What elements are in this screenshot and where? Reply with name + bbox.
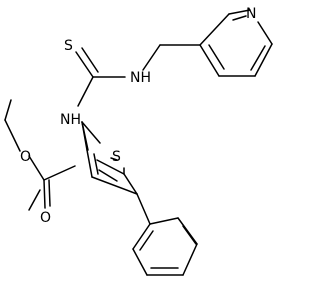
ester-oxygen-label: O [20,149,31,165]
pyridine-nitrogen-label: N [246,6,256,22]
ethyl-ester [4,99,76,211]
pyridine-ring [199,9,273,77]
thiophene-ring [81,121,138,195]
carbonyl-oxygen-label: O [40,210,51,226]
phenyl-ring [132,193,198,276]
upper-nh-label: NH [130,70,151,86]
molecule-structure: N S NH NH S O O [4,6,273,276]
lower-nh-label: NH [60,112,81,128]
thione-sulfur-label: S [64,38,73,54]
thiourea-linker [75,44,201,107]
thiophene-sulfur-label: S [112,149,121,165]
